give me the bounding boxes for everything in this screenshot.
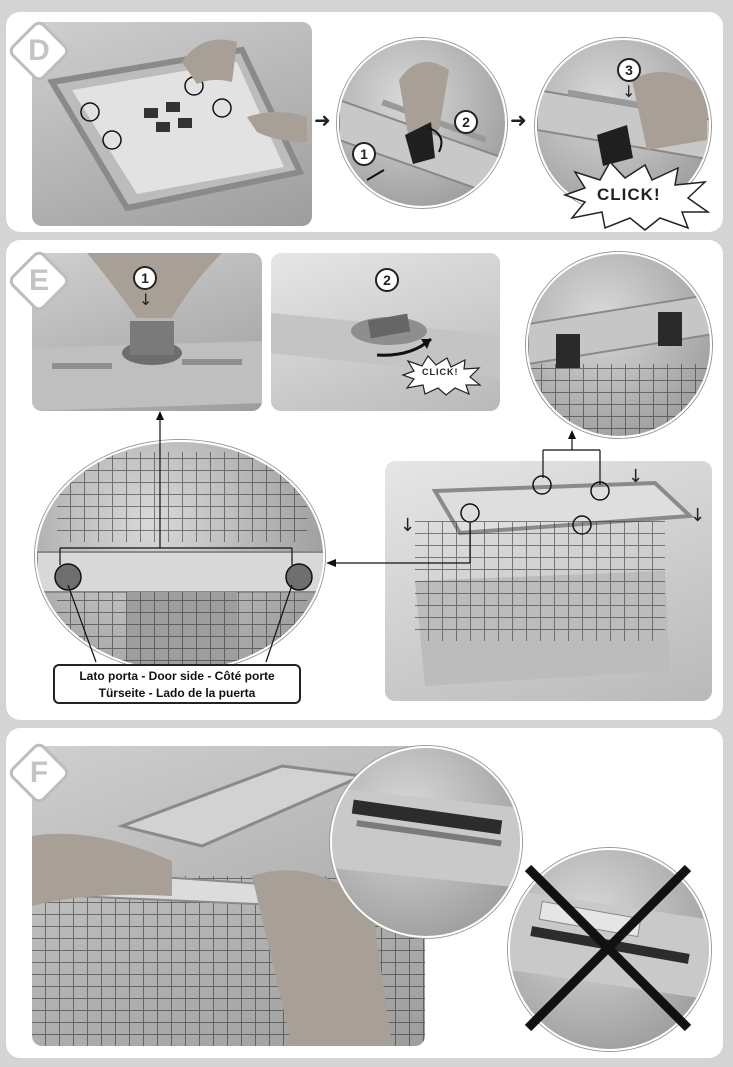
hand-shape (32, 833, 172, 906)
door-side-label-line1: Lato porta - Door side - Côté porte (79, 669, 275, 683)
arrow-down-icon: ↓ (139, 290, 153, 309)
cage-grid (57, 452, 307, 542)
correct-rail-detail-circle (330, 746, 522, 938)
frame-illustration (47, 39, 307, 212)
top-corner-detail-circle (526, 252, 712, 438)
arrow-down-icon: ↓ (628, 466, 644, 487)
cage-overview-photo (385, 461, 712, 701)
arrow-down-icon: ↓ (690, 505, 706, 526)
frame-photo (32, 22, 312, 226)
hand-shape (182, 39, 237, 84)
section-d-letter: D (28, 34, 50, 67)
arrow-down-icon: ↓ (400, 515, 416, 536)
step-number-d3: 3 (617, 58, 641, 82)
door-side-label-line2: Türseite - Lado de la puerta (98, 686, 256, 700)
arrow-down-icon: ↓ (622, 82, 636, 101)
step-number-d2: 2 (454, 110, 478, 134)
door-side-label: Lato porta - Door side - Côté porte Türs… (53, 664, 301, 704)
step-number-d1: 1 (352, 142, 376, 166)
section-e-letter: E (28, 264, 49, 297)
click-label-small: CLICK! (422, 367, 459, 377)
click-burst-small (401, 354, 482, 396)
arrow-right-icon: ➜ (510, 108, 527, 132)
side-detail-circle (35, 440, 325, 672)
cross-mark-icon (524, 864, 692, 1032)
cage-grid (415, 521, 665, 641)
click-burst-large (562, 160, 711, 231)
section-f-letter: F (29, 756, 49, 789)
click-label-large: CLICK! (597, 185, 661, 204)
step-number-e1: 1 (133, 266, 157, 290)
clip-insert-photo (32, 253, 262, 411)
cage-grid (57, 592, 307, 670)
arrow-right-icon: ➜ (314, 108, 331, 132)
step-number-e2: 2 (375, 268, 399, 292)
detail-circle-d1 (337, 38, 507, 208)
cage-grid (528, 364, 710, 436)
